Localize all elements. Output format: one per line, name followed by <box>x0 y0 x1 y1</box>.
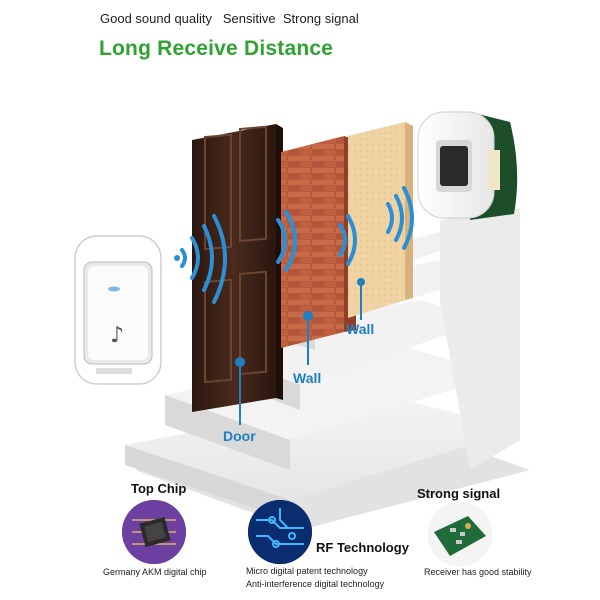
wall1-pointer-dot <box>303 311 313 321</box>
feature-rf-technology-caption-line2: Anti-interference digital technology <box>246 579 385 589</box>
feature-top-chip-title: Top Chip <box>131 481 187 496</box>
receiver <box>417 111 518 220</box>
door-label: Door <box>223 428 256 444</box>
headline: Long Receive Distance <box>99 37 334 60</box>
feature-rf-technology-title: RF Technology <box>316 540 409 555</box>
led-indicator <box>108 286 120 292</box>
wall1-label: Wall <box>293 370 322 386</box>
door-pointer-dot <box>235 357 245 367</box>
tagline: Good sound quality Sensitive Strong sign… <box>100 11 359 26</box>
circuit-icon <box>248 500 312 564</box>
circuit-board-icon <box>428 502 492 566</box>
wall2-pointer-dot <box>357 278 365 286</box>
transmitter: ♪ <box>74 235 162 385</box>
feature-rf-technology-caption-line1: Micro digital patent technology <box>246 566 368 576</box>
wall2-label: Wall <box>346 321 375 337</box>
signal-source-dot <box>174 255 180 261</box>
signal-waves <box>180 186 414 304</box>
feature-top-chip-caption: Germany AKM digital chip <box>103 567 207 577</box>
label-pointers <box>239 282 362 425</box>
feature-strong-signal-title: Strong signal <box>417 486 501 501</box>
door <box>192 124 283 412</box>
sand-wall <box>348 122 413 318</box>
music-note-icon: ♪ <box>110 323 124 348</box>
feature-strong-signal-caption: Receiver has good stability <box>424 567 532 577</box>
chip-icon <box>122 500 186 564</box>
